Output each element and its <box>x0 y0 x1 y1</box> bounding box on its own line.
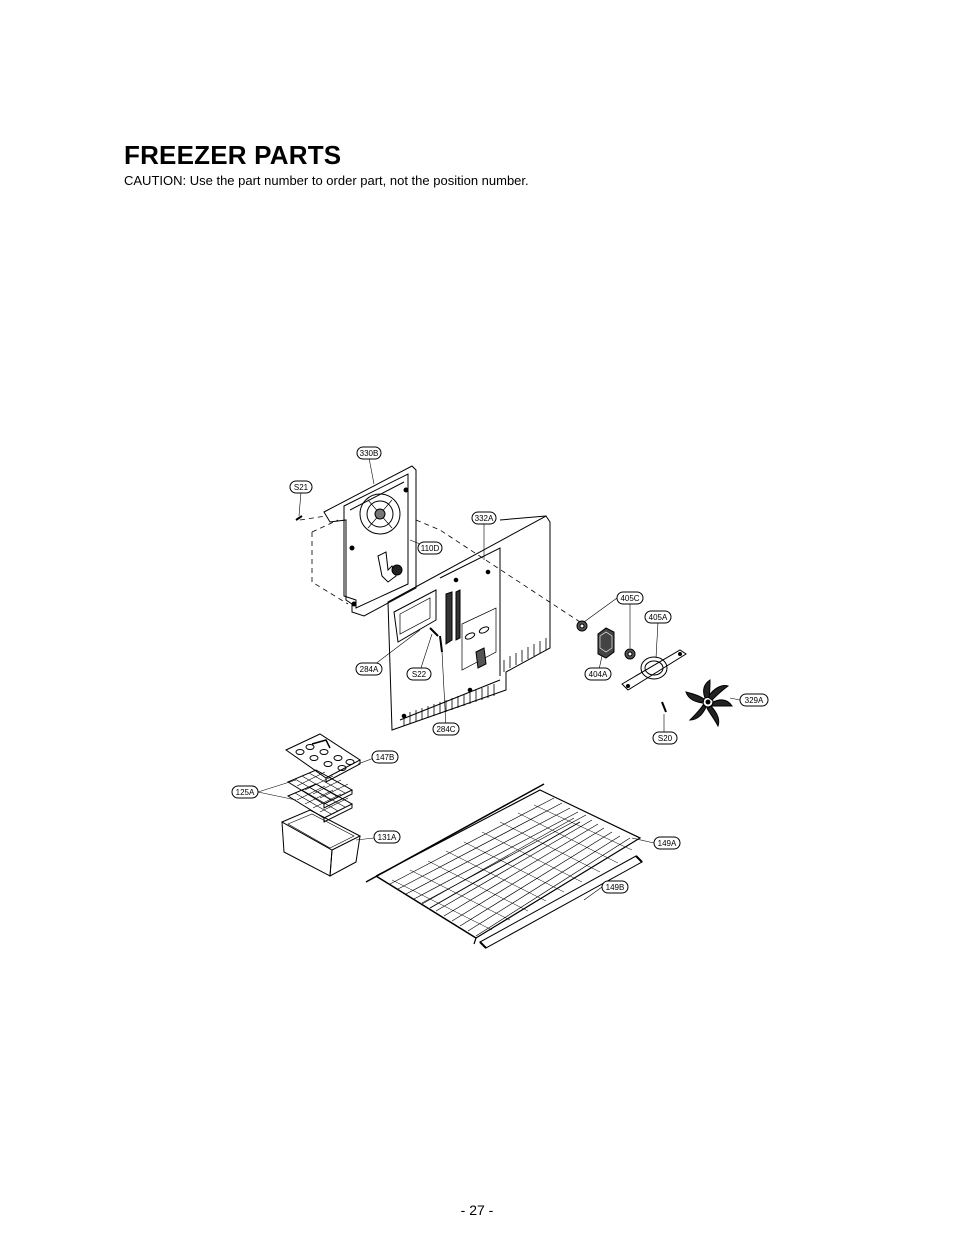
label-149B-box <box>601 880 629 894</box>
label-330B-box <box>356 446 382 460</box>
label-S21: S21 <box>294 483 309 492</box>
label-284A-box <box>355 662 383 676</box>
caution-note: CAUTION: Use the part number to order pa… <box>124 173 529 188</box>
alignment-lines <box>299 515 581 623</box>
label-329A-box <box>739 693 769 707</box>
label-404A: 404A <box>589 670 608 679</box>
label-149B: 149B <box>606 883 625 892</box>
shelf-trim-drawing <box>479 855 643 949</box>
label-149A: 149A <box>658 839 677 848</box>
label-110D-box <box>417 541 443 555</box>
page-title: FREEZER PARTS <box>124 140 342 170</box>
label-131A: 131A <box>378 833 397 842</box>
label-bubbles <box>231 446 769 894</box>
label-S20: S20 <box>658 734 673 743</box>
label-332A-box <box>471 511 497 525</box>
label-110D: 110D <box>421 544 440 553</box>
label-405C: 405C <box>620 594 639 603</box>
label-147B: 147B <box>376 753 395 762</box>
motor-bracket-drawing <box>621 649 687 691</box>
label-284A: 284A <box>360 665 379 674</box>
leader-lines <box>257 457 741 901</box>
label-131A-box <box>373 830 401 844</box>
page-number: - 27 - <box>460 1202 494 1218</box>
label-147B-box <box>371 750 399 764</box>
back-panel-drawing <box>387 515 551 731</box>
label-332A: 332A <box>475 514 494 523</box>
label-330B: 330B <box>360 449 379 458</box>
label-texts: 330B S21 332A 110D 405C 405A 284A S22 40… <box>236 449 764 892</box>
label-284C: 284C <box>436 725 455 734</box>
label-S22-box <box>406 667 432 681</box>
label-405A: 405A <box>649 613 668 622</box>
label-S22: S22 <box>412 670 427 679</box>
label-S21-box <box>289 480 313 494</box>
fan-shroud-drawing <box>323 465 417 617</box>
fan-blade-drawing <box>685 679 733 728</box>
label-149A-box <box>653 836 681 850</box>
label-284C-box <box>432 722 460 736</box>
fan-motor-drawing <box>597 627 615 659</box>
ice-trays-drawing <box>286 769 354 823</box>
label-329A: 329A <box>745 696 764 705</box>
ice-bin-drawing <box>280 809 362 877</box>
label-125A-box <box>231 785 259 799</box>
label-404A-box <box>584 667 612 681</box>
label-S20-box <box>652 731 678 745</box>
wire-shelf-drawing <box>365 783 642 945</box>
ice-tray-cover-drawing <box>285 733 361 783</box>
label-125A: 125A <box>236 788 255 797</box>
label-405C-box <box>616 591 644 605</box>
label-405A-box <box>644 610 672 624</box>
